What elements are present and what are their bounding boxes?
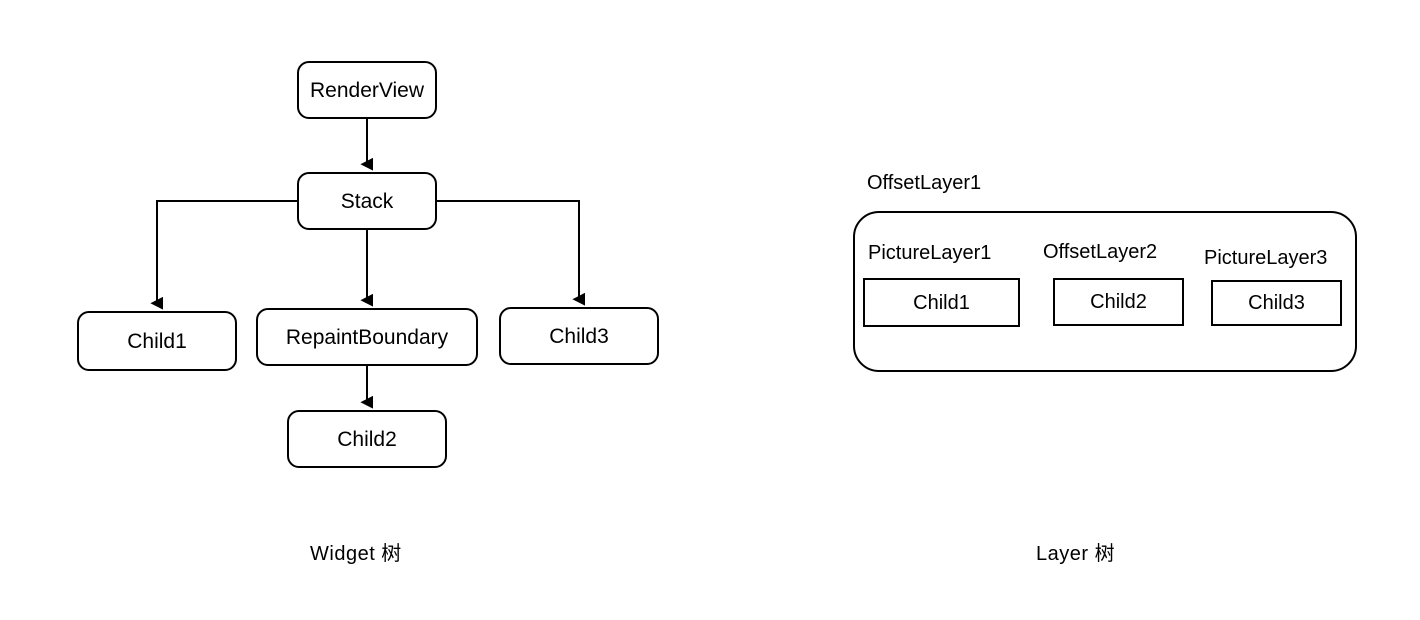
layer-picturelayer3-box-label: Child3 <box>1248 292 1305 314</box>
layer-offsetlayer2-label: OffsetLayer2 <box>1043 241 1158 263</box>
node-child1-label: Child1 <box>127 329 187 353</box>
node-child3[interactable]: Child3 <box>499 307 659 365</box>
edge-stack-to-child1 <box>150 200 297 310</box>
layer-offsetlayer2-box-label: Child2 <box>1090 291 1147 313</box>
node-stack-label: Stack <box>340 189 394 213</box>
node-repaintboundary[interactable]: RepaintBoundary <box>256 308 478 366</box>
layer-offsetlayer2-box[interactable]: Child2 <box>1053 278 1184 326</box>
widget-tree-caption: Widget 树 <box>310 543 402 565</box>
node-child1[interactable]: Child1 <box>77 311 237 371</box>
node-renderview[interactable]: RenderView <box>297 61 437 119</box>
node-repaintboundary-label: RepaintBoundary <box>285 325 449 349</box>
layer-picturelayer3-label: PictureLayer3 <box>1204 247 1328 269</box>
layer-picturelayer1-label: PictureLayer1 <box>868 242 992 264</box>
node-stack[interactable]: Stack <box>297 172 437 230</box>
node-renderview-label: RenderView <box>309 78 424 102</box>
layer-picturelayer3-box[interactable]: Child3 <box>1211 280 1342 326</box>
layer-picturelayer1-box[interactable]: Child1 <box>863 278 1020 327</box>
layer-offsetlayer1-label: OffsetLayer1 <box>867 172 982 194</box>
layer-tree-caption: Layer 树 <box>1036 543 1116 565</box>
node-child3-label: Child3 <box>549 324 609 348</box>
edge-stack-to-child3 <box>437 200 585 306</box>
layer-picturelayer1-box-label: Child1 <box>913 291 970 314</box>
node-child2[interactable]: Child2 <box>287 410 447 468</box>
node-child2-label: Child2 <box>337 427 397 451</box>
